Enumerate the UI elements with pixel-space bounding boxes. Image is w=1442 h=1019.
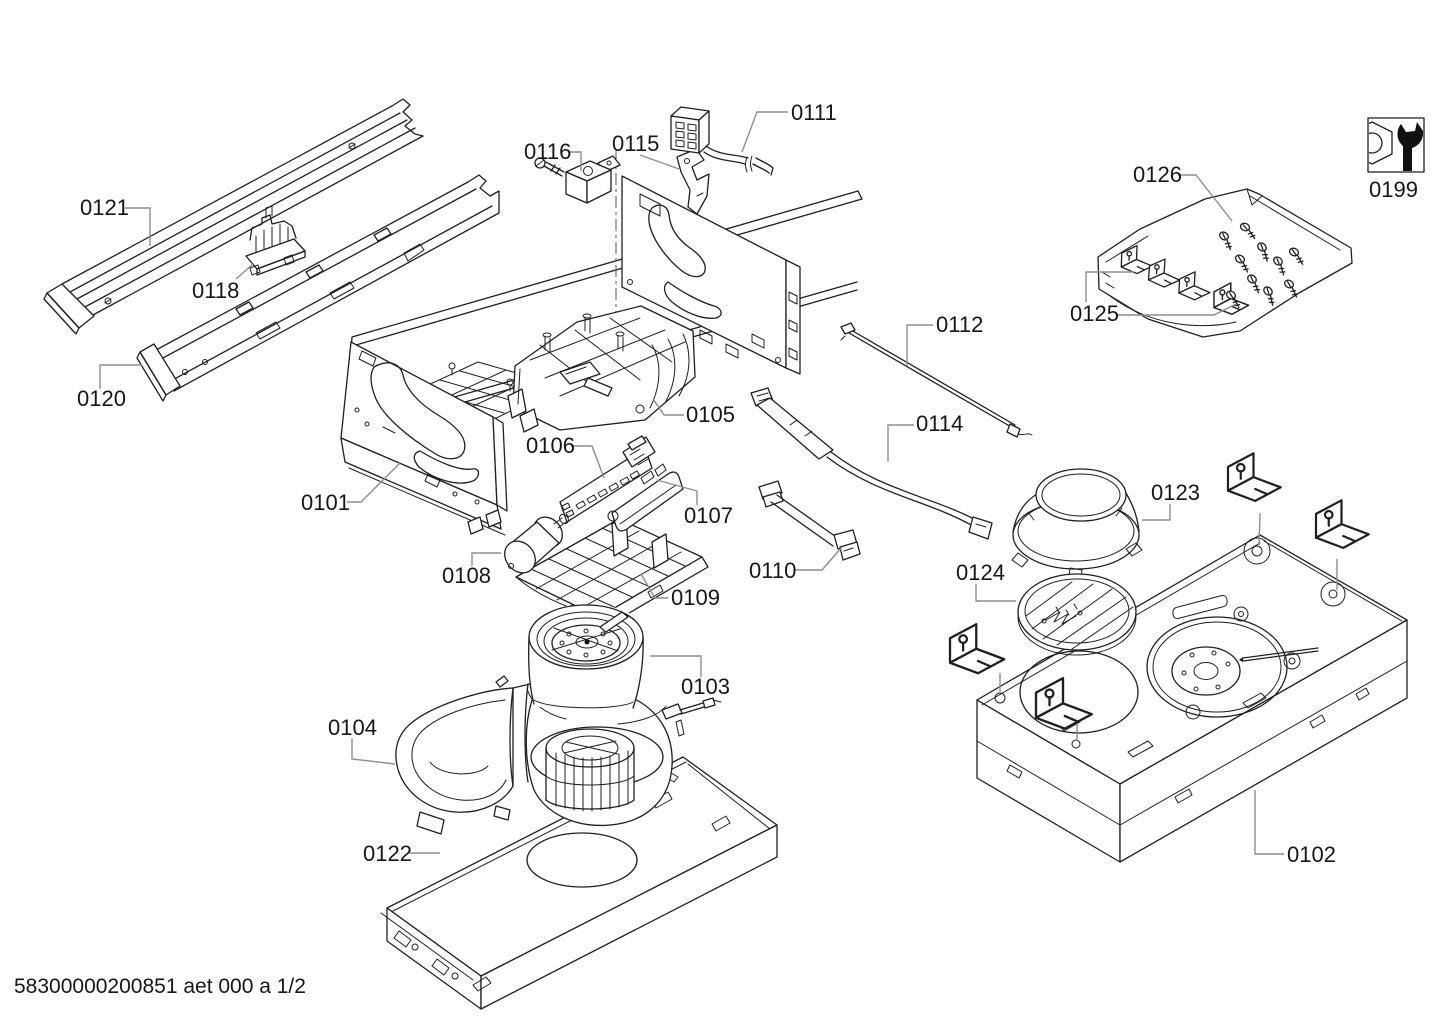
module-0107-drawing bbox=[607, 463, 684, 532]
part-label-0121: 0121 bbox=[80, 195, 129, 220]
ribbon-cable-0110-drawing bbox=[758, 480, 861, 561]
fan-drum-drawing bbox=[545, 728, 635, 812]
mounting-brackets-drawing bbox=[948, 452, 1370, 739]
part-label-0118: 0118 bbox=[192, 278, 239, 303]
parts-bag-0126-drawing bbox=[1097, 188, 1353, 338]
duct-collar-0123-drawing bbox=[1011, 468, 1143, 579]
part-label-0109: 0109 bbox=[671, 585, 720, 610]
terminal-block-0118-drawing bbox=[245, 205, 306, 276]
document-number: 58300000200851 aet 000 a 1/2 bbox=[14, 975, 306, 998]
part-label-0102: 0102 bbox=[1287, 842, 1336, 867]
part-label-0101: 0101 bbox=[301, 490, 350, 515]
part-label-0122: 0122 bbox=[363, 841, 412, 866]
part-label-0115: 0115 bbox=[612, 131, 659, 156]
grease-filter-0124-drawing bbox=[1017, 573, 1137, 656]
control-pcb-0106-drawing bbox=[559, 435, 656, 523]
side-panel-left-0101-drawing bbox=[340, 341, 508, 536]
tool-box-0199 bbox=[1367, 117, 1425, 173]
rail-0120-drawing bbox=[136, 174, 500, 402]
sensor-0116-drawing bbox=[534, 155, 621, 204]
power-cord-0111-drawing bbox=[670, 106, 774, 176]
side-panel-right-drawing bbox=[621, 175, 801, 375]
part-label-0104: 0104 bbox=[328, 715, 377, 740]
part-labels: 0121 0118 0120 0116 0115 0111 0126 0199 … bbox=[14, 100, 1418, 998]
module-cover-0105-drawing bbox=[507, 305, 696, 433]
bottom-panel-0122-drawing bbox=[380, 756, 778, 1010]
part-label-0111: 0111 bbox=[791, 100, 837, 125]
blower-motor-0103-drawing bbox=[528, 604, 644, 711]
part-label-0116: 0116 bbox=[524, 139, 571, 164]
rail-0121-drawing bbox=[43, 98, 424, 335]
part-label-0123: 0123 bbox=[1151, 480, 1200, 505]
part-label-0126: 0126 bbox=[1133, 162, 1182, 187]
wrench-and-nut-icon bbox=[1369, 121, 1423, 171]
part-label-0106: 0106 bbox=[526, 433, 575, 458]
bracket-0115-drawing bbox=[676, 148, 710, 215]
part-label-0125: 0125 bbox=[1070, 301, 1119, 326]
leader-lines bbox=[99, 111, 1284, 855]
part-label-0120: 0120 bbox=[77, 386, 126, 411]
part-label-0110: 0110 bbox=[749, 558, 796, 583]
rod-cable-0112-drawing bbox=[840, 322, 1033, 438]
part-label-0112: 0112 bbox=[936, 312, 983, 337]
part-label-0199: 0199 bbox=[1369, 177, 1418, 202]
part-label-0108: 0108 bbox=[442, 563, 491, 588]
housing-latch-drawing bbox=[661, 697, 722, 737]
part-label-0114: 0114 bbox=[916, 411, 963, 436]
part-label-0103: 0103 bbox=[681, 674, 730, 699]
part-label-0107: 0107 bbox=[684, 503, 733, 528]
capacitor-0108-drawing bbox=[504, 513, 569, 574]
cable-harness-0114-drawing bbox=[750, 387, 993, 540]
part-label-0124: 0124 bbox=[956, 560, 1005, 585]
part-label-0105: 0105 bbox=[686, 402, 735, 427]
chassis-0102-drawing bbox=[976, 534, 1408, 863]
